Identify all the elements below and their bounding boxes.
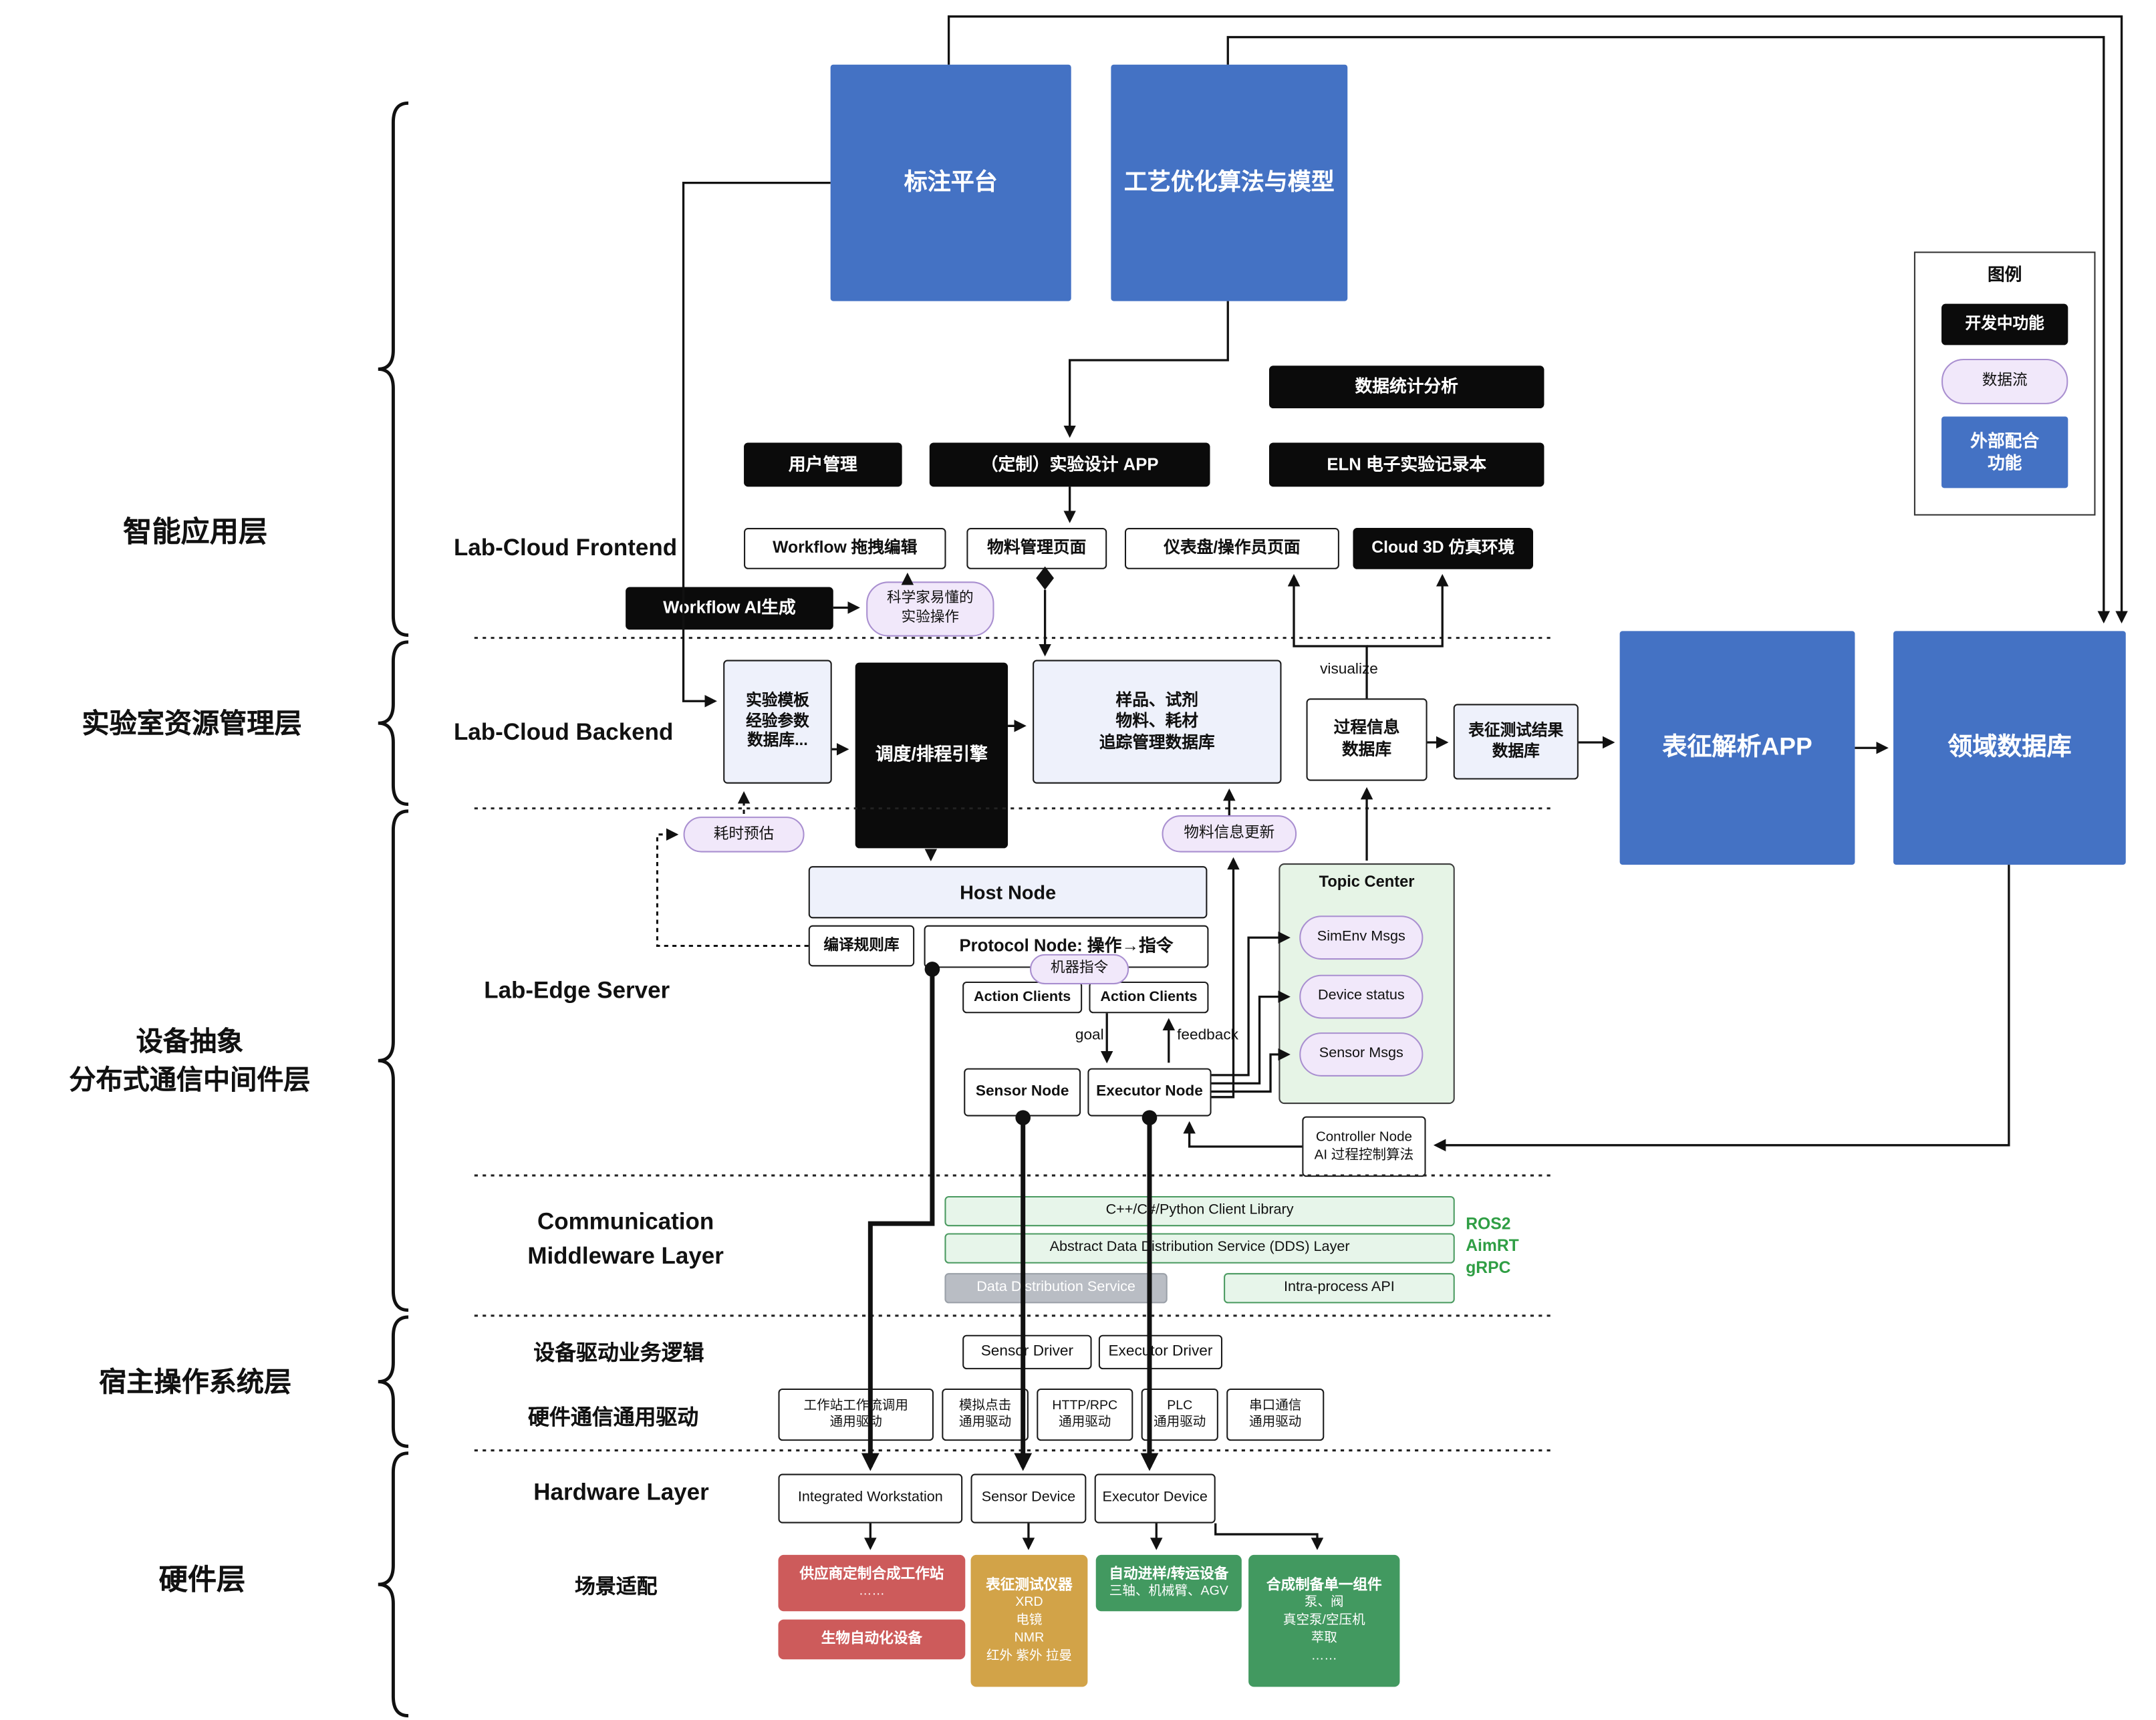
- user-mgmt-box: 用户管理: [744, 442, 902, 487]
- bio-automation-box: 生物自动化设备: [778, 1619, 966, 1660]
- time-estimate-pill: 耗时预估: [683, 817, 805, 853]
- synthesis-body: 泵、阀 真空泵/空压机 萃取 ……: [1283, 1594, 1365, 1663]
- layer-braces: [378, 101, 409, 1718]
- sensor-device-box: Sensor Device: [970, 1473, 1087, 1524]
- template-db-box: 实验模板 经验参数 数据库...: [723, 660, 832, 784]
- dds-service-bar: Data Distribution Service: [944, 1273, 1168, 1304]
- goal-label: goal: [1075, 1026, 1104, 1044]
- process-db-box: 过程信息 数据库: [1306, 698, 1428, 781]
- simenv-msgs-pill: SimEnv Msgs: [1299, 915, 1424, 960]
- section-label-hw-comm: 硬件通信通用驱动: [528, 1406, 699, 1430]
- vendor-workstation-box: 供应商定制合成工作站 ……: [778, 1554, 966, 1612]
- driver-plc-box: PLC 通用驱动: [1141, 1388, 1218, 1441]
- synthesis-components-box: 合成制备单一组件 泵、阀 真空泵/空压机 萃取 ……: [1248, 1554, 1400, 1687]
- sensor-node-box: Sensor Node: [964, 1068, 1081, 1117]
- topic-center-title: Topic Center: [1319, 874, 1415, 891]
- driver-http-rpc-box: HTTP/RPC 通用驱动: [1037, 1388, 1133, 1441]
- section-label-frontend: Lab-Cloud Frontend: [453, 535, 678, 561]
- layer-label-hardware: 硬件层: [158, 1564, 246, 1596]
- section-label-hardware-layer: Hardware Layer: [533, 1479, 709, 1506]
- autosampler-box: 自动进样/转运设备 三轴、机械臂、AGV: [1095, 1554, 1242, 1612]
- material-page-box: 物料管理页面: [966, 528, 1107, 569]
- scheduler-box: 调度/排程引擎: [855, 662, 1008, 849]
- process-optimization-box: 工艺优化算法与模型: [1111, 64, 1348, 301]
- section-label-backend: Lab-Cloud Backend: [453, 719, 674, 746]
- autosampler-body: 三轴、机械臂、AGV: [1109, 1584, 1228, 1600]
- dds-layer-bar: Abstract Data Distribution Service (DDS)…: [944, 1233, 1455, 1264]
- characterization-title: 表征测试仪器: [986, 1576, 1073, 1593]
- executor-driver-box: Executor Driver: [1098, 1334, 1223, 1370]
- legend-dev-item: 开发中功能: [1941, 303, 2068, 345]
- integrated-workstation-box: Integrated Workstation: [778, 1473, 963, 1524]
- action-clients-right-box: Action Clients: [1089, 981, 1209, 1014]
- driver-workstation-box: 工作站工作流调用 通用驱动: [778, 1388, 934, 1441]
- layer-label-device: 设备抽象 分布式通信中间件层: [69, 1026, 311, 1097]
- client-library-bar: C++/C#/Python Client Library: [944, 1195, 1455, 1227]
- host-node-box: Host Node: [808, 866, 1208, 919]
- sensor-driver-box: Sensor Driver: [962, 1334, 1092, 1370]
- intra-process-api-bar: Intra-process API: [1224, 1273, 1455, 1304]
- synthesis-title: 合成制备单一组件: [1266, 1576, 1382, 1593]
- workflow-ai-box: Workflow AI生成: [626, 587, 833, 630]
- char-result-db-box: 表征测试结果 数据库: [1453, 704, 1579, 780]
- machine-cmd-pill: 机器指令: [1029, 954, 1129, 985]
- legend-external-item: 外部配合 功能: [1941, 416, 2068, 488]
- device-status-pill: Device status: [1299, 974, 1424, 1019]
- section-label-edge-server: Lab-Edge Server: [484, 977, 670, 1004]
- driver-sim-click-box: 模拟点击 通用驱动: [942, 1388, 1029, 1441]
- domain-db-box: 领域数据库: [1893, 631, 2126, 865]
- characterization-instruments-box: 表征测试仪器 XRD 电镜 NMR 红外 紫外 拉曼: [970, 1554, 1088, 1687]
- feedback-label: feedback: [1177, 1026, 1239, 1044]
- autosampler-title: 自动进样/转运设备: [1109, 1565, 1229, 1582]
- annotation-platform-box: 标注平台: [830, 64, 1071, 301]
- data-stats-box: 数据统计分析: [1268, 366, 1544, 409]
- protocols-label: ROS2 AimRT gRPC: [1466, 1213, 1519, 1278]
- vendor-workstation-body: ……: [858, 1584, 885, 1600]
- layer-label-host-os: 宿主操作系统层: [99, 1368, 292, 1399]
- driver-serial-box: 串口通信 通用驱动: [1226, 1388, 1325, 1441]
- sci-ops-pill: 科学家易懂的 实验操作: [866, 581, 994, 637]
- action-clients-left-box: Action Clients: [962, 981, 1083, 1014]
- layer-label-app: 智能应用层: [123, 517, 268, 549]
- section-label-scenario: 场景适配: [574, 1575, 658, 1599]
- exp-design-app-box: （定制）实验设计 APP: [929, 442, 1210, 487]
- workflow-edit-box: Workflow 拖拽编辑: [744, 528, 946, 569]
- characterization-body: XRD 电镜 NMR 红外 紫外 拉曼: [986, 1594, 1073, 1663]
- material-update-pill: 物料信息更新: [1162, 815, 1297, 853]
- cloud3d-box: Cloud 3D 仿真环境: [1353, 528, 1534, 569]
- char-analysis-app-box: 表征解析APP: [1619, 631, 1855, 865]
- section-label-middleware: Communication Middleware Layer: [527, 1208, 724, 1269]
- dashboard-box: 仪表盘/操作员页面: [1124, 528, 1339, 569]
- visualize-label: visualize: [1320, 661, 1378, 678]
- controller-node-box: Controller Node AI 过程控制算法: [1302, 1116, 1426, 1177]
- layer-label-resource: 实验室资源管理层: [82, 709, 302, 740]
- legend-title: 图例: [1987, 265, 2022, 285]
- eln-box: ELN 电子实验记录本: [1268, 442, 1544, 487]
- compile-rules-box: 编译规则库: [808, 925, 915, 967]
- section-label-driver-logic: 设备驱动业务逻辑: [533, 1342, 704, 1365]
- executor-node-box: Executor Node: [1087, 1068, 1212, 1117]
- sample-db-box: 样品、试剂 物料、耗材 追踪管理数据库: [1033, 660, 1282, 784]
- sensor-msgs-pill: Sensor Msgs: [1299, 1032, 1424, 1077]
- legend-flow-item: 数据流: [1941, 358, 2068, 404]
- vendor-workstation-title: 供应商定制合成工作站: [799, 1565, 944, 1582]
- executor-device-box: Executor Device: [1094, 1473, 1216, 1524]
